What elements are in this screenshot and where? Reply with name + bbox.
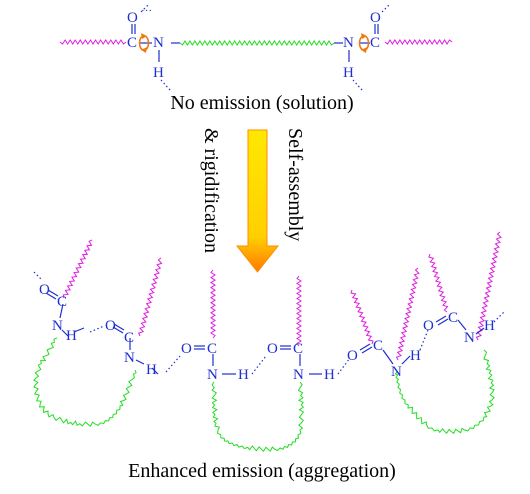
atom-carbon: C (127, 35, 137, 51)
alkyl-chain (428, 253, 449, 313)
left-alkyl-chain (59, 39, 127, 45)
rigidification-label: & rigidification (200, 128, 222, 253)
atom-hydrogen: H (238, 367, 249, 383)
atom-hydrogen: H (484, 318, 495, 334)
amide-unit-1: O C N H (39, 282, 77, 344)
amide-unit-2: O C N H (105, 318, 157, 378)
alkyl-chain (475, 231, 502, 341)
alkyl-chain (350, 289, 374, 345)
right-alkyl-chain (384, 39, 453, 45)
atom-carbon: C (448, 310, 458, 326)
atom-oxygen: O (347, 348, 358, 364)
atom-hydrogen: H (146, 362, 157, 378)
hydrogen-bond-dots (352, 79, 363, 91)
spacer-loop (211, 381, 305, 452)
atom-oxygen: O (105, 318, 116, 334)
atom-carbon: C (373, 338, 383, 354)
atom-nitrogen: N (207, 367, 218, 383)
alkyl-chain (62, 239, 93, 299)
spacer-loop (33, 337, 137, 427)
amide-unit-3: O C N H (181, 341, 249, 383)
atom-nitrogen: N (391, 364, 402, 380)
atom-nitrogen: N (293, 367, 304, 383)
aggregation-caption: Enhanced emission (aggregation) (128, 460, 396, 482)
atom-oxygen: O (127, 10, 138, 26)
solution-caption: No emission (solution) (170, 92, 353, 114)
left-amide-group: O … C N H (127, 2, 180, 91)
atom-oxygen: O (181, 341, 192, 357)
alkyl-chain (138, 257, 163, 337)
amide-unit-5: O C N H (347, 338, 421, 380)
alkyl-chain (210, 269, 216, 339)
right-amide-group: N C O H (334, 3, 391, 91)
amide-unit-4: O C N H (267, 341, 335, 383)
atom-carbon: C (124, 330, 134, 346)
spacer-loop (394, 349, 495, 435)
alkyl-chain (296, 275, 302, 347)
hydrogen-bond-dots (160, 79, 171, 91)
atom-carbon: C (57, 294, 67, 310)
self-assembly-label: Self-assembly (284, 128, 306, 241)
atom-oxygen: O (39, 282, 50, 298)
alkyl-chain (395, 267, 420, 361)
atom-carbon: C (293, 341, 303, 357)
atom-hydrogen: H (66, 328, 77, 344)
amide-unit-6: O C N H (423, 310, 495, 346)
atom-nitrogen: N (124, 350, 135, 366)
atom-oxygen: O (370, 10, 381, 26)
svg-text:…: … (141, 2, 152, 14)
atom-hydrogen: H (324, 367, 335, 383)
spacer-chain (179, 40, 335, 46)
self-assembly-arrow-icon (235, 129, 280, 273)
atom-nitrogen: N (153, 35, 164, 51)
atom-nitrogen: N (52, 318, 63, 334)
atom-nitrogen: N (464, 330, 475, 346)
atom-carbon: C (207, 341, 217, 357)
atom-oxygen: O (267, 341, 278, 357)
solution-state-molecule: O … C N H N C O H (59, 2, 453, 91)
atom-oxygen: O (423, 318, 434, 334)
atom-hydrogen: H (153, 65, 164, 81)
atom-hydrogen: H (410, 348, 421, 364)
atom-carbon: C (370, 35, 380, 51)
atom-hydrogen: H (343, 65, 354, 81)
aggregated-network: O C N H O C N H O C N H O C N H O C N H (33, 231, 505, 452)
atom-nitrogen: N (343, 35, 354, 51)
